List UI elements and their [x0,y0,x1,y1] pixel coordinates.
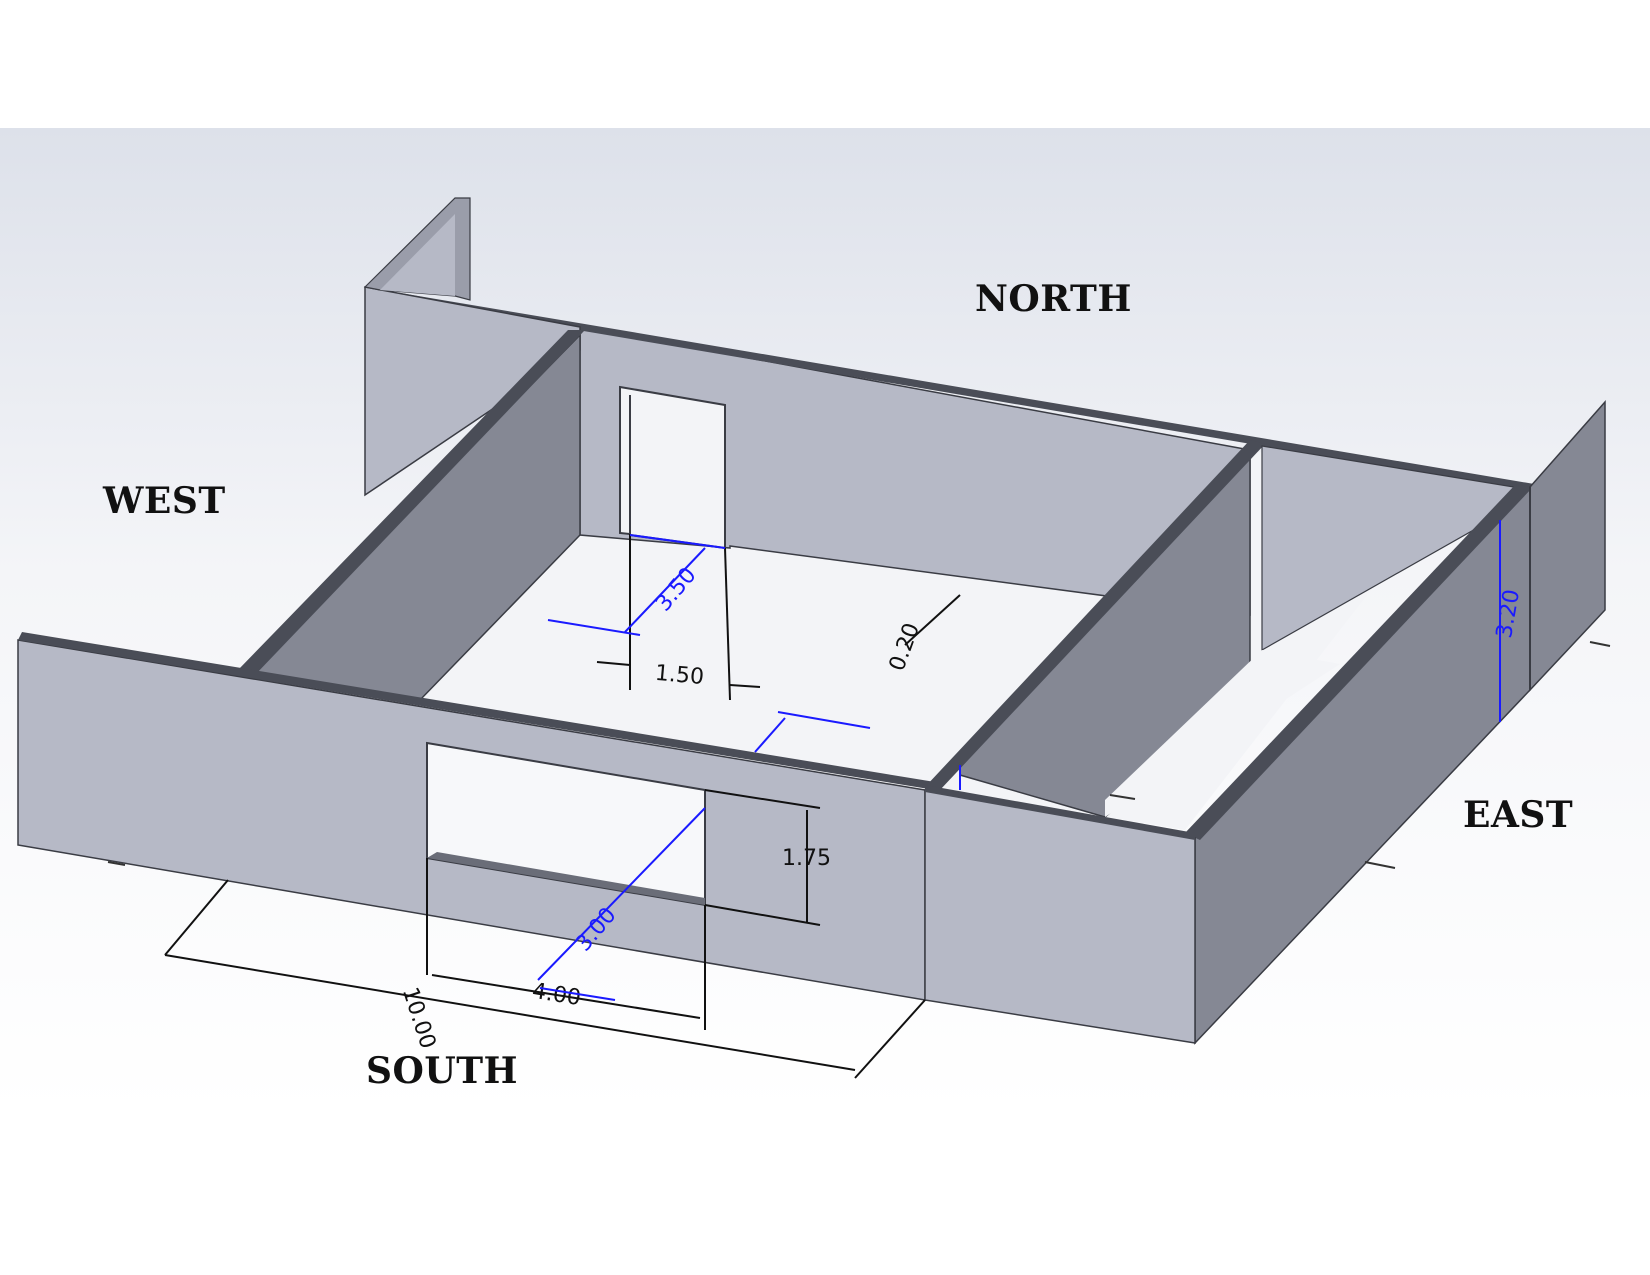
dimension-door-depth [547,534,726,636]
east-wall-top [1185,485,1533,840]
west-wall-top [238,330,585,675]
south-wall-top [18,632,935,790]
north-wall-door-opening [619,385,726,550]
label-east: EAST [1463,794,1574,836]
west-stub-panel-face [380,214,455,296]
dimension-overall-width [164,879,926,1079]
dimension-window-offset [537,711,871,1001]
partition-wall-top [925,440,1265,790]
label-north: NORTH [975,278,1132,320]
east-room-floor [1105,650,1340,817]
window-sill [427,852,705,905]
dimension-door-width [596,534,761,701]
label-south: SOUTH [366,1050,519,1092]
north-wall-top [365,287,1540,492]
dimension-wall-thickness [904,594,961,646]
dimension-wall-height [959,520,1501,790]
dimension-window-height [704,789,821,926]
southeast-wall-top [925,785,1195,840]
tick-marks [107,641,1611,869]
dimension-door-width-label: 1.50 [654,661,705,690]
dimension-window-width [426,858,706,1030]
label-west: WEST [103,480,226,522]
dimension-window-height-label: 1.75 [782,846,831,871]
